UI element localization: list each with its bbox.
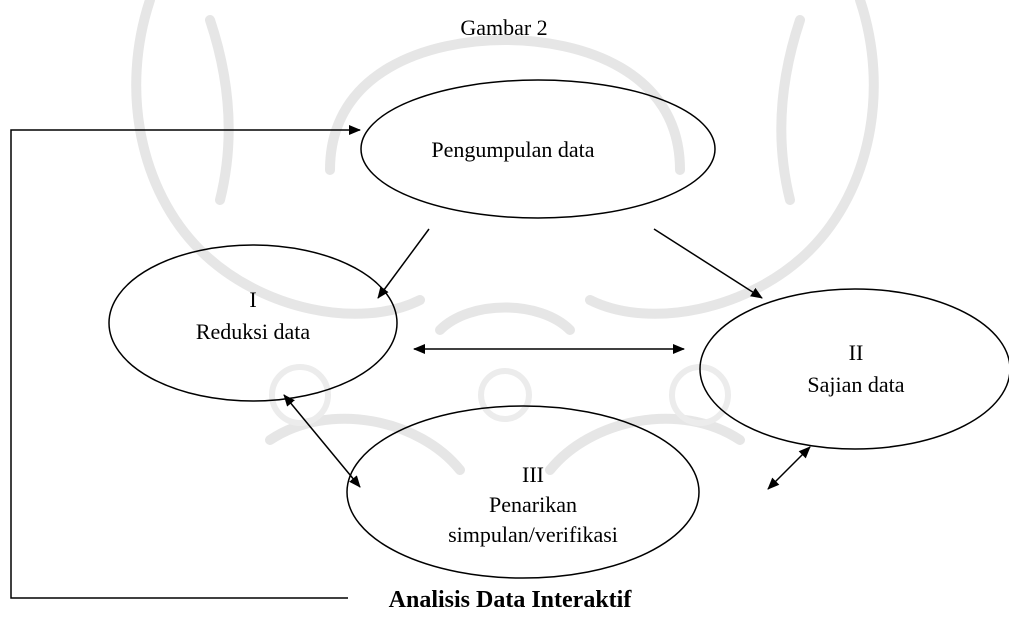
- node-verify-number: III: [522, 462, 544, 487]
- arrow-collect-to-reduce: [377, 228, 430, 299]
- node-reduce: [108, 244, 398, 402]
- node-collect-label: Pengumpulan data: [431, 137, 595, 162]
- node-reduce-label: Reduksi data: [195, 319, 311, 344]
- node-verify: [346, 405, 700, 579]
- node-display-number: II: [848, 340, 864, 365]
- node-collect: [360, 79, 716, 219]
- arrow-collect-to-display: [653, 228, 763, 299]
- node-verify-label-line1: Penarikan: [489, 492, 577, 517]
- node-display-label: Sajian data: [807, 372, 905, 397]
- node-verify-label-line2: simpulan/verifikasi: [448, 522, 618, 547]
- figure-caption: Analisis Data Interaktif: [388, 587, 632, 613]
- arrow-display-verify: [767, 446, 811, 490]
- node-reduce-number: I: [249, 287, 257, 312]
- feedback-loop-arrow: [10, 125, 361, 599]
- arrow-reduce-verify: [283, 394, 361, 488]
- figure-label: Gambar 2: [460, 15, 548, 40]
- node-display: [699, 288, 1009, 450]
